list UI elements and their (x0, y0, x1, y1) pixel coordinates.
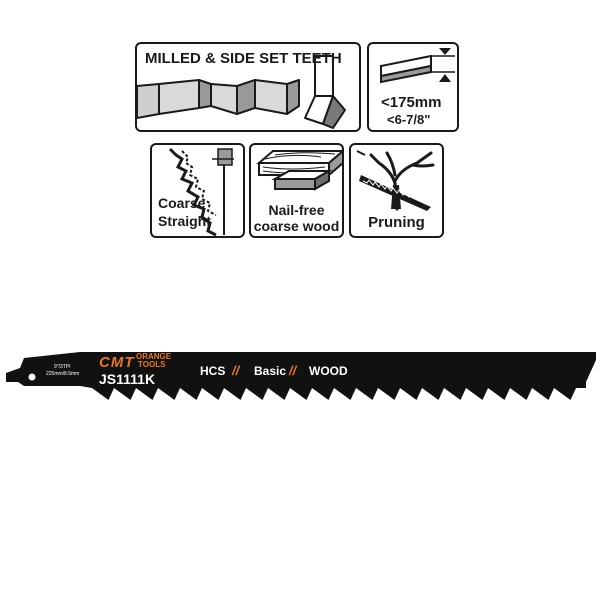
spec-mm: 225mm/8.5mm (46, 371, 80, 377)
pruning-icon: Pruning (349, 143, 444, 238)
saw-blade: CMT ORANGE TOOLS 9"/3TPI 225mm/8.5mm JS1… (0, 340, 600, 410)
nail-free-coarse-wood-icon: Nail-free coarse wood (249, 143, 344, 238)
brand-sub-2: TOOLS (138, 360, 166, 369)
blade-material: HCS (200, 364, 226, 378)
nailfree-line1: Nail-free (268, 202, 325, 218)
separator-2: // (289, 363, 297, 378)
blade-length-icon: <175mm <6-7/8" (367, 42, 459, 132)
pruning-label: Pruning (368, 214, 425, 231)
coarse-straight-icon: Coarse Straight (150, 143, 245, 238)
spec-tpi: 9"/3TPI (54, 364, 71, 370)
blade-application: WOOD (309, 364, 348, 378)
saw-blade-shape (6, 352, 596, 400)
milled-title: MILLED & SIDE SET TEETH (145, 50, 342, 67)
blade-series: Basic (254, 364, 287, 378)
milled-side-set-teeth-icon: MILLED & SIDE SET TEETH (135, 42, 361, 132)
brand-sub-1: ORANGE (136, 352, 172, 361)
separator-1: // (232, 363, 240, 378)
nailfree-line2: coarse wood (253, 218, 340, 234)
brand-logo: CMT (99, 354, 135, 371)
coarse-line1: Coarse (158, 195, 206, 211)
coarse-line2: Straight (158, 213, 211, 229)
saw-teeth (92, 388, 576, 400)
blade-code: JS1111K (99, 371, 156, 387)
length-mm: <175mm (381, 94, 442, 111)
length-inch: <6-7/8" (387, 112, 431, 127)
